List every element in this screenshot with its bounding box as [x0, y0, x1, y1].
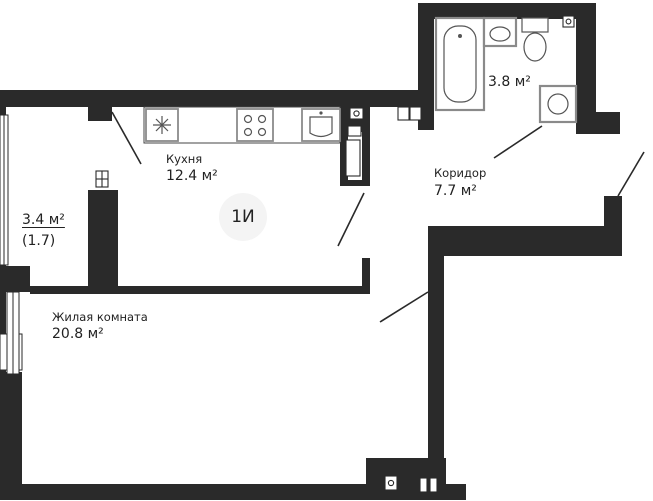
corridor-name: Коридор [434, 166, 487, 180]
walls [0, 3, 622, 500]
kitchen-area: 12.4 м² [166, 168, 218, 184]
balcony-area: 3.4 м² [22, 212, 65, 228]
corridor-area: 7.7 м² [434, 183, 477, 199]
windows [0, 114, 23, 375]
bathroom-area: 3.8 м² [488, 74, 531, 90]
kitchen-fixtures [143, 106, 341, 144]
service-boxes [95, 15, 575, 493]
living-room-area: 20.8 м² [52, 326, 104, 342]
balcony-reduced-area: (1.7) [22, 233, 56, 249]
kitchen-name: Кухня [166, 152, 203, 166]
bathroom-fixtures [434, 16, 578, 124]
layout-type-badge: 1И [219, 193, 267, 241]
doors [111, 111, 645, 323]
living-room-name: Жилая комната [52, 310, 148, 324]
